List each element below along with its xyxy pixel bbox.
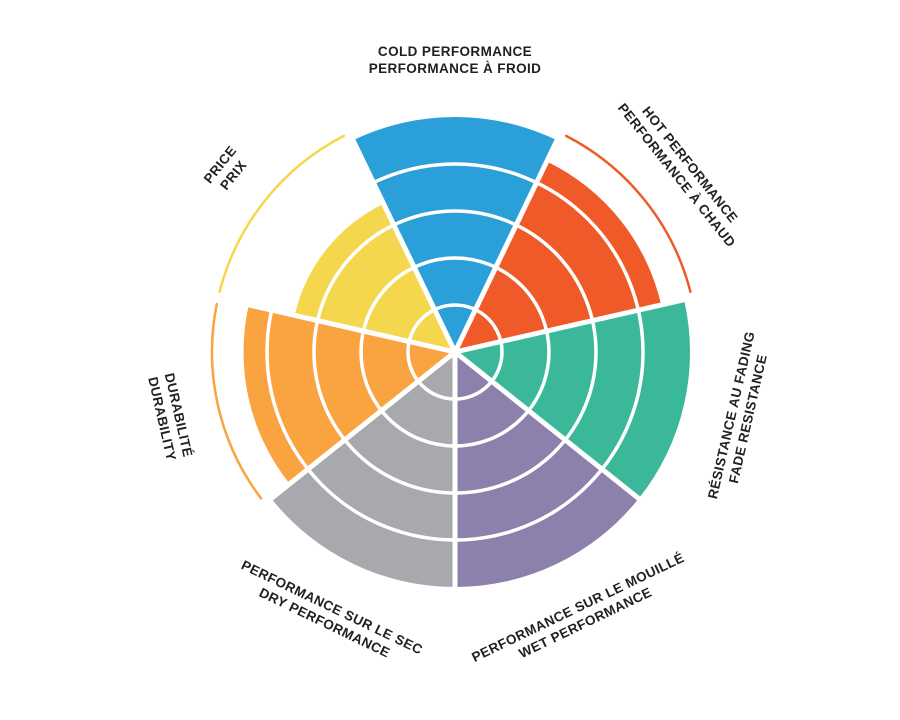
max-arc-price xyxy=(218,134,346,293)
wedge-durability xyxy=(243,304,455,484)
sector-divider xyxy=(452,136,561,354)
sector-divider xyxy=(453,350,643,503)
wedge-cold xyxy=(353,117,557,352)
category-label-hot-line1: HOT PERFORMANCE xyxy=(639,104,741,226)
sector-divider xyxy=(222,296,456,355)
wedge-fade xyxy=(455,299,690,499)
max-arc-hot xyxy=(564,134,692,293)
wedge-dry xyxy=(271,352,455,587)
category-label-cold: COLD PERFORMANCE PERFORMANCE À FROID xyxy=(369,44,542,76)
max-arc-durability xyxy=(210,302,263,500)
wedge-wet xyxy=(455,352,639,587)
sector-divider xyxy=(454,296,688,355)
wedge-price xyxy=(294,203,455,352)
category-label-cold-line1: COLD PERFORMANCE xyxy=(378,44,532,59)
category-label-cold-line2: PERFORMANCE À FROID xyxy=(369,61,542,76)
sector-divider xyxy=(349,136,458,354)
sector-divider xyxy=(267,350,457,503)
category-label-hot-line2: PERFORMANCE À CHAUD xyxy=(615,100,739,250)
